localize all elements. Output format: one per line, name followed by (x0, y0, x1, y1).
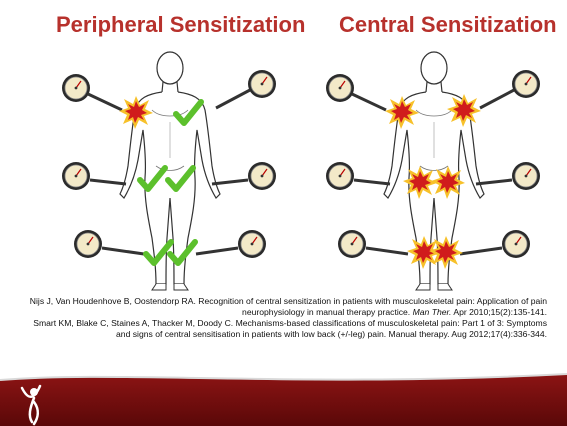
reference-1-line-2: neurophysiology in manual therapy practi… (6, 307, 547, 318)
reference-1-line-1: Nijs J, Van Houdenhove B, Oostendorp RA.… (6, 296, 547, 307)
pressure-algometer-icon (212, 162, 276, 190)
pressure-algometer-icon (62, 74, 122, 110)
reference-1-text: neurophysiology in manual therapy practi… (242, 307, 413, 317)
pressure-algometer-icon (326, 162, 390, 190)
reference-1-citation: Apr 2010;15(2):135-141. (451, 307, 547, 317)
pressure-algometer-icon (74, 230, 144, 258)
pressure-algometer-icon (216, 70, 276, 108)
central-body-diagram (304, 48, 564, 294)
pain-burst-icon (429, 236, 463, 269)
central-sensitization-title: Central Sensitization (339, 12, 557, 38)
reference-2-line-1: Smart KM, Blake C, Staines A, Thacker M,… (6, 318, 547, 329)
pressure-algometer-icon (460, 230, 530, 258)
peripheral-body-diagram (40, 48, 300, 294)
pressure-algometer-icon (196, 230, 266, 258)
reference-1-journal: Man Ther. (413, 307, 452, 317)
references: Nijs J, Van Houdenhove B, Oostendorp RA.… (6, 296, 547, 340)
footer-bar (0, 366, 567, 426)
reference-2-line-2: and signs of central sensitisation in pa… (6, 329, 547, 340)
pressure-algometer-icon (476, 162, 540, 190)
peripheral-sensitization-title: Peripheral Sensitization (56, 12, 305, 38)
pressure-algometer-icon (326, 74, 386, 110)
pressure-algometer-icon (62, 162, 126, 190)
pressure-algometer-icon (480, 70, 540, 108)
pressure-algometer-icon (338, 230, 408, 258)
